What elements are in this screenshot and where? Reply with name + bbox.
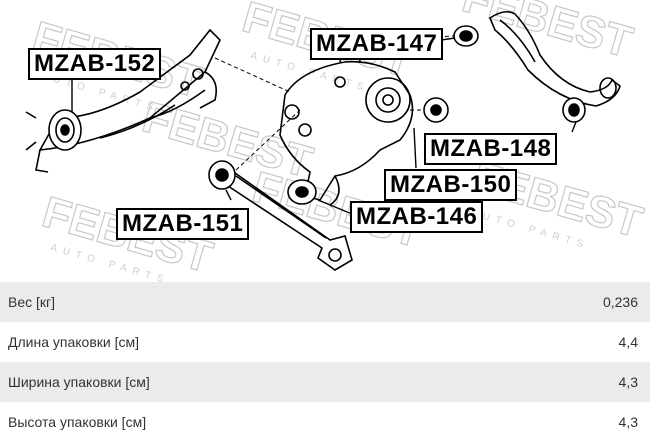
spec-row-length: Длина упаковки [см] 4,4: [0, 322, 650, 362]
spec-label: Длина упаковки [см]: [8, 334, 139, 350]
bushing-152: [25, 109, 82, 151]
part-label-mzab-146: MZAB-146: [350, 201, 484, 233]
spec-label: Вес [кг]: [8, 294, 56, 310]
spec-value: 4,3: [618, 374, 638, 390]
bushing-147: [453, 25, 479, 47]
suspension-drawing: FEBEST FEBEST FEBEST FEBEST FEBEST FEBES…: [25, 0, 648, 287]
part-label-mzab-147: MZAB-147: [310, 28, 444, 60]
spec-row-width: Ширина упаковки [см] 4,3: [0, 362, 650, 402]
spec-row-height: Высота упаковки [см] 4,3: [0, 402, 650, 442]
specs-table: Вес [кг] 0,236 Длина упаковки [см] 4,4 Ш…: [0, 282, 650, 442]
part-label-mzab-151: MZAB-151: [116, 208, 250, 240]
watermark-logo: FEBEST: [457, 0, 637, 67]
part-label-mzab-148: MZAB-148: [424, 133, 558, 165]
spec-label: Высота упаковки [см]: [8, 414, 147, 430]
lower-arm: [221, 166, 353, 271]
bushing-146: [287, 179, 317, 205]
bushing-150: [423, 97, 449, 123]
spec-label: Ширина упаковки [см]: [8, 374, 150, 390]
spec-value: 0,236: [602, 294, 638, 310]
spec-value: 4,3: [618, 414, 638, 430]
part-label-mzab-152: MZAB-152: [28, 48, 162, 80]
upper-arm: [489, 10, 621, 107]
bushing-151: [208, 160, 236, 190]
part-label-mzab-150: MZAB-150: [384, 169, 518, 201]
trailing-arm: [35, 28, 221, 173]
parts-diagram: FEBEST FEBEST FEBEST FEBEST FEBEST FEBES…: [25, 0, 648, 287]
spec-value: 4,4: [618, 334, 638, 350]
bushing-148: [562, 97, 586, 123]
spec-row-weight: Вес [кг] 0,236: [0, 282, 650, 322]
